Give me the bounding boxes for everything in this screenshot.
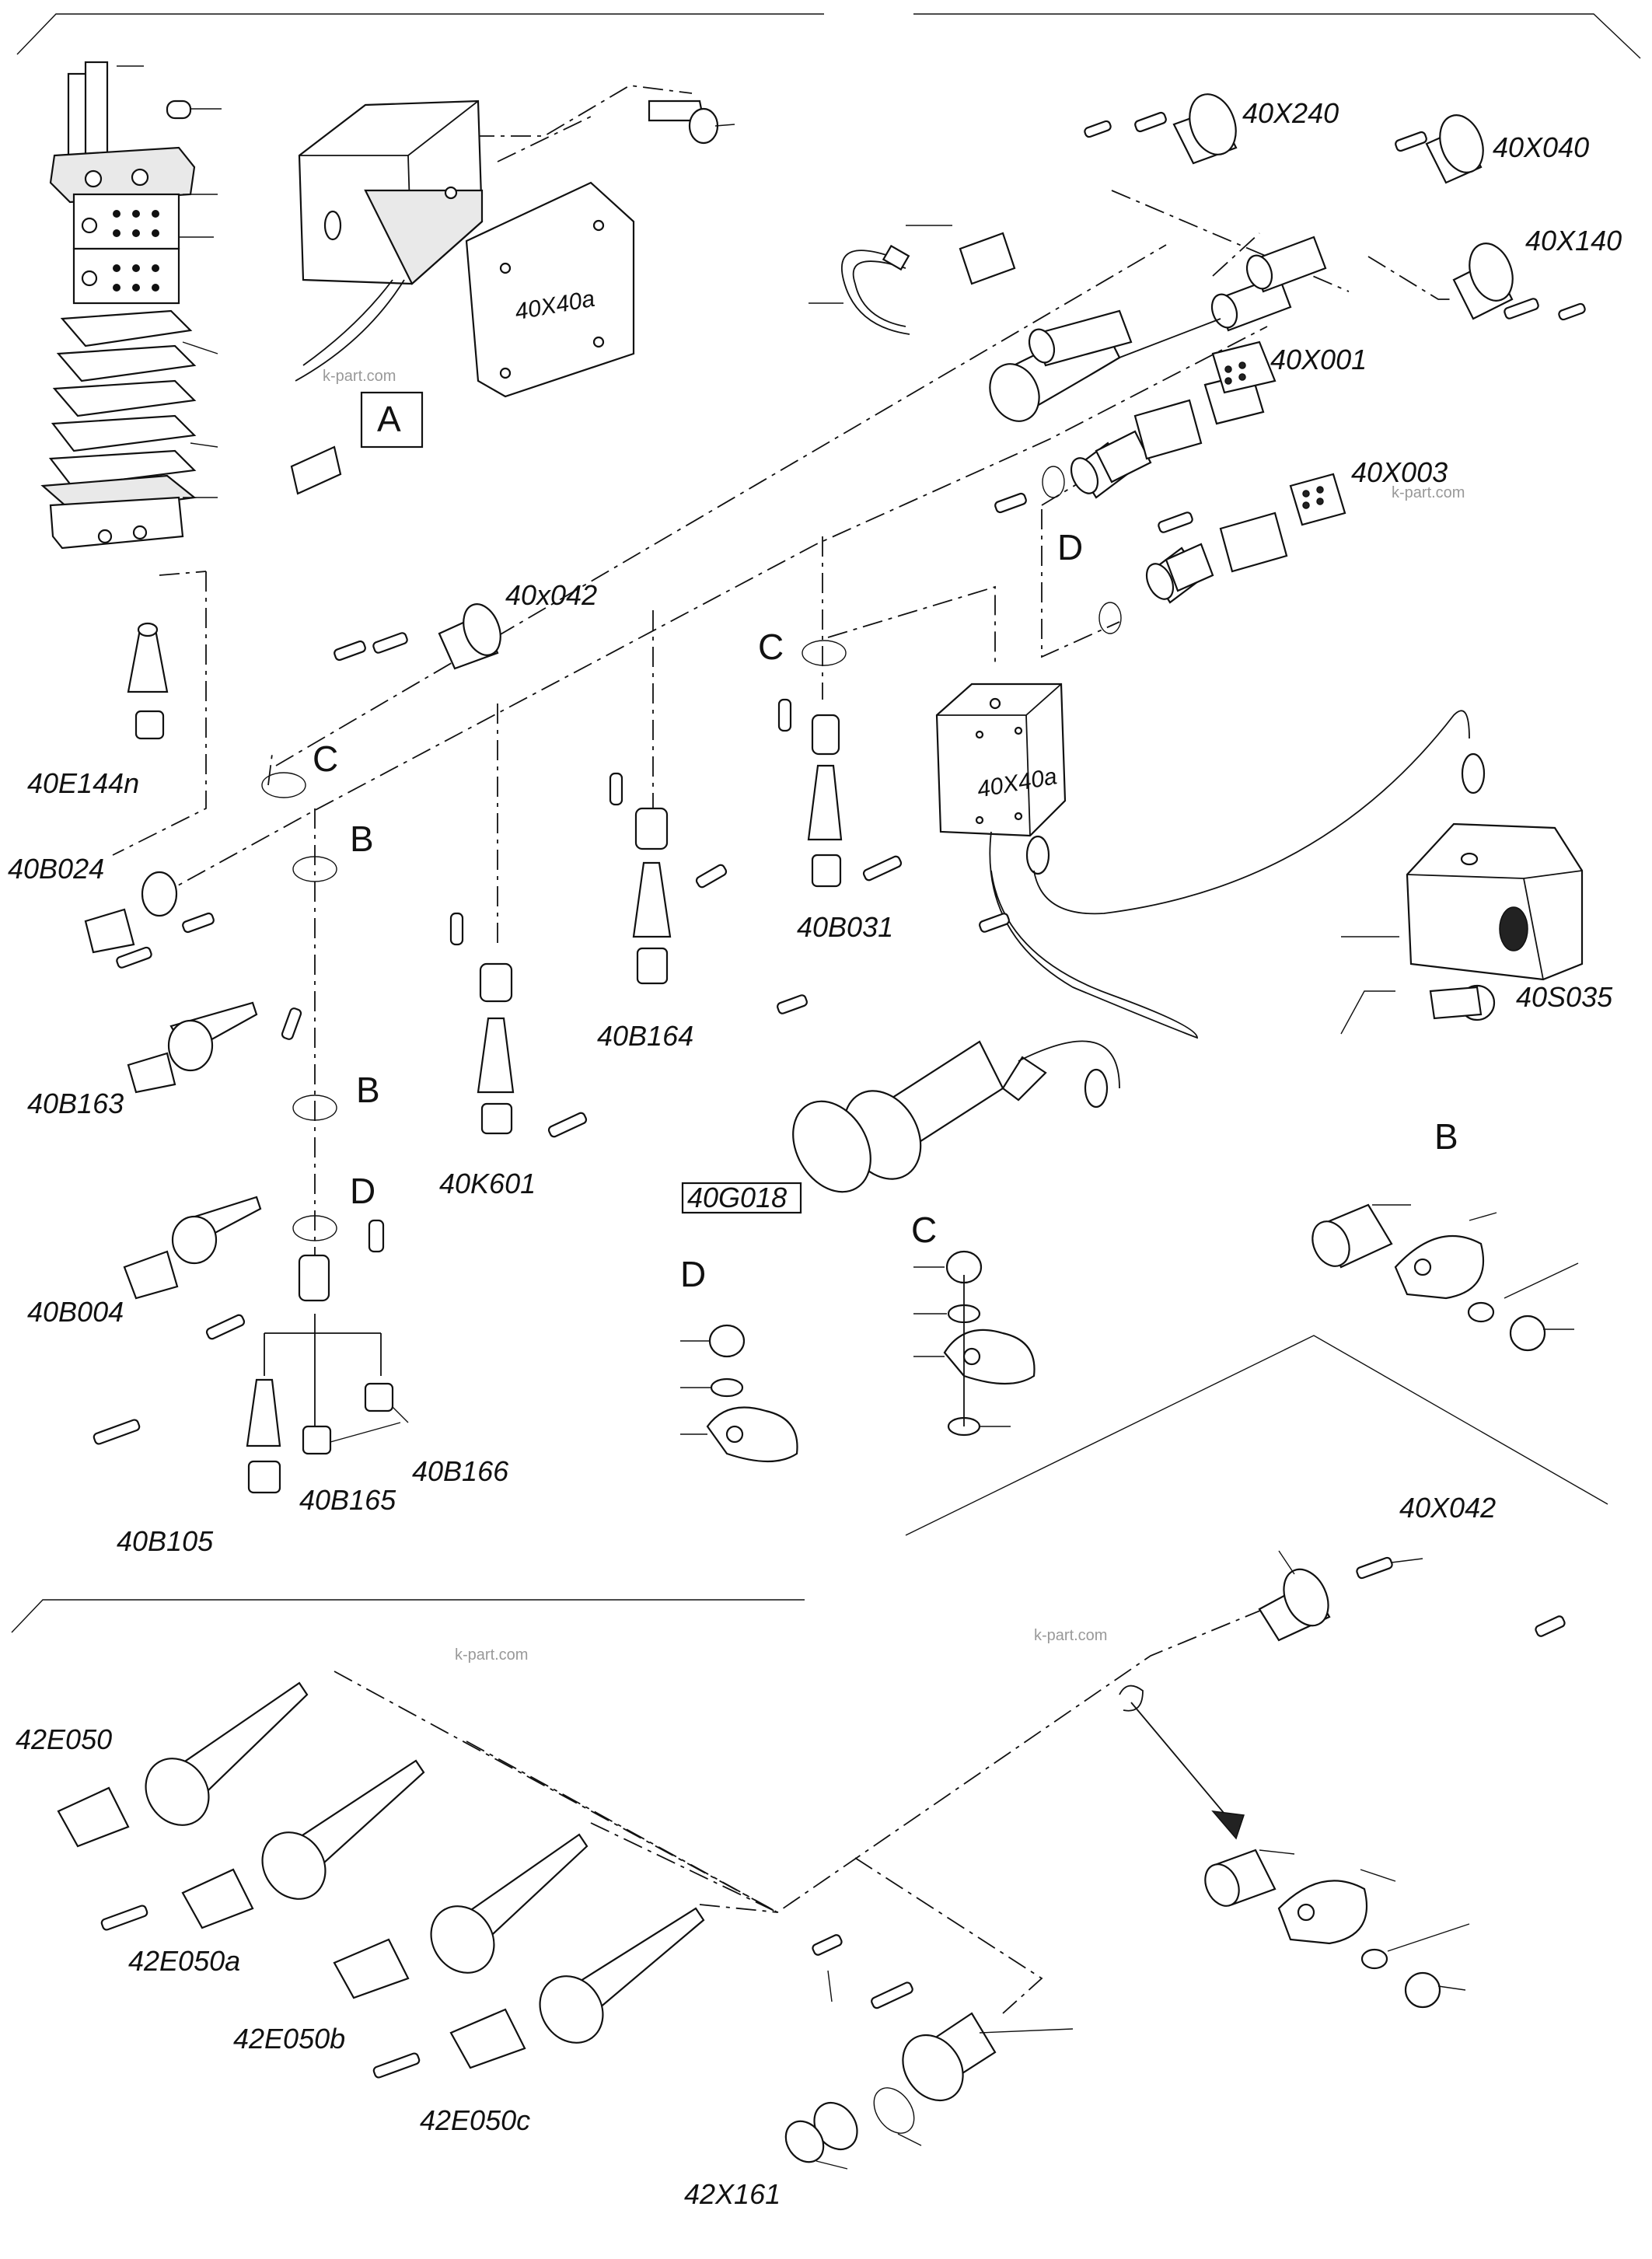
label-40b105: 40B105 [117,1525,214,1557]
clamp-bottom [1204,1849,1470,2009]
label-40k601: 40K601 [439,1168,536,1199]
label-40b163: 40B163 [27,1088,124,1119]
connector-40x042-bottom: 40X042 k-part.com k-part.com [455,1492,1566,1840]
section-borders [11,13,1641,1633]
harness-lines [112,85,1454,2014]
label-42e050b: 42E050b [233,2023,345,2055]
letter-b2: B [356,1070,380,1110]
label-40b004: 40B004 [27,1296,124,1328]
harness-y-junction [989,236,1327,422]
sensor-40b164: 40B164 [597,772,728,1052]
label-40x240: 40X240 [1242,97,1339,129]
letter-d3: D [680,1254,706,1294]
hardware-c [913,1250,1036,1437]
letter-d1: D [350,1171,375,1211]
connector-40x003: 40X003 k-part.com [1098,456,1465,634]
label-40x003: 40X003 [1351,456,1448,488]
sensor-42e050: 42E050 [16,1681,309,1848]
letter-c3: C [911,1210,937,1250]
label-40b164: 40B164 [597,1020,693,1052]
sensor-42e050a: 42E050a [100,1759,425,1977]
sensor-40e144n: 40E144n [27,622,169,799]
label-42e050c: 42E050c [420,2104,530,2136]
letter-a: A [377,399,401,439]
connector-42x161: 42X161 [684,1934,1074,2210]
sensor-40b024: 40B024 [8,853,215,969]
connector-40x240: 40X240 [1084,93,1339,165]
label-40b024: 40B024 [8,853,104,885]
label-40b031: 40B031 [797,911,893,943]
watermark-1: k-part.com [323,368,396,385]
label-40x042-bottom: 40X042 [1399,1492,1496,1524]
letter-b3: B [1434,1116,1458,1157]
watermark-2: k-part.com [1392,484,1465,501]
label-42e050a: 42E050a [128,1945,240,1977]
letter-c1: C [313,738,338,779]
sensor-40k601: 40K601 [439,912,588,1199]
connector-40x140: 40X140 [1452,225,1622,321]
sensor-40b163: 40B163 [27,1001,302,1119]
cable-tie [809,225,1016,335]
hardware-b [1311,1203,1579,1352]
junction-box-40x40a: 40X40a [935,683,1470,1039]
watermark-4: k-part.com [455,1646,528,1664]
label-40b165: 40B165 [299,1484,396,1516]
connector-40x001: 40X001 [994,340,1367,514]
sensor-42e050b: 42E050b [233,1833,589,2055]
sensor-40b031: 40B031 [777,640,903,943]
sensor-group-40b105: 40B166 40B165 40B105 [93,1254,509,1557]
label-40x040: 40X040 [1493,131,1589,163]
callout-letters: C C B B D D B C D [313,527,1458,1294]
label-40x042-top: 40x042 [505,579,597,611]
alternator-40g018: 40G018 [681,1040,1120,1214]
label-40e144n: 40E144n [27,767,139,799]
label-40x001: 40X001 [1270,344,1367,375]
junction-box-a: 40X40a A k-part.com [290,100,735,495]
letter-d2: D [1057,527,1083,567]
label-40b166: 40B166 [412,1455,509,1487]
watermark-3: k-part.com [1034,1627,1107,1644]
rings-left-branch: 40x042 [261,579,597,1121]
sensor-42e050c: 42E050c [372,1907,705,2136]
sensor-40b004: 40B004 [27,1196,385,1340]
letter-c2: C [758,627,784,667]
label-42e050: 42E050 [16,1723,112,1755]
fuse-relay-stack [40,61,222,550]
hardware-d [680,1324,798,1463]
label-42x161: 42X161 [684,2178,781,2210]
letter-b1: B [350,819,374,859]
label-40s035: 40S035 [1516,981,1613,1013]
label-40x140: 40X140 [1525,225,1622,257]
connector-40x040: 40X040 [1395,114,1589,184]
label-40g018: 40G018 [687,1182,787,1213]
switch-40s035: 40S035 [1340,752,1613,1035]
loose-pins [777,913,1010,1014]
